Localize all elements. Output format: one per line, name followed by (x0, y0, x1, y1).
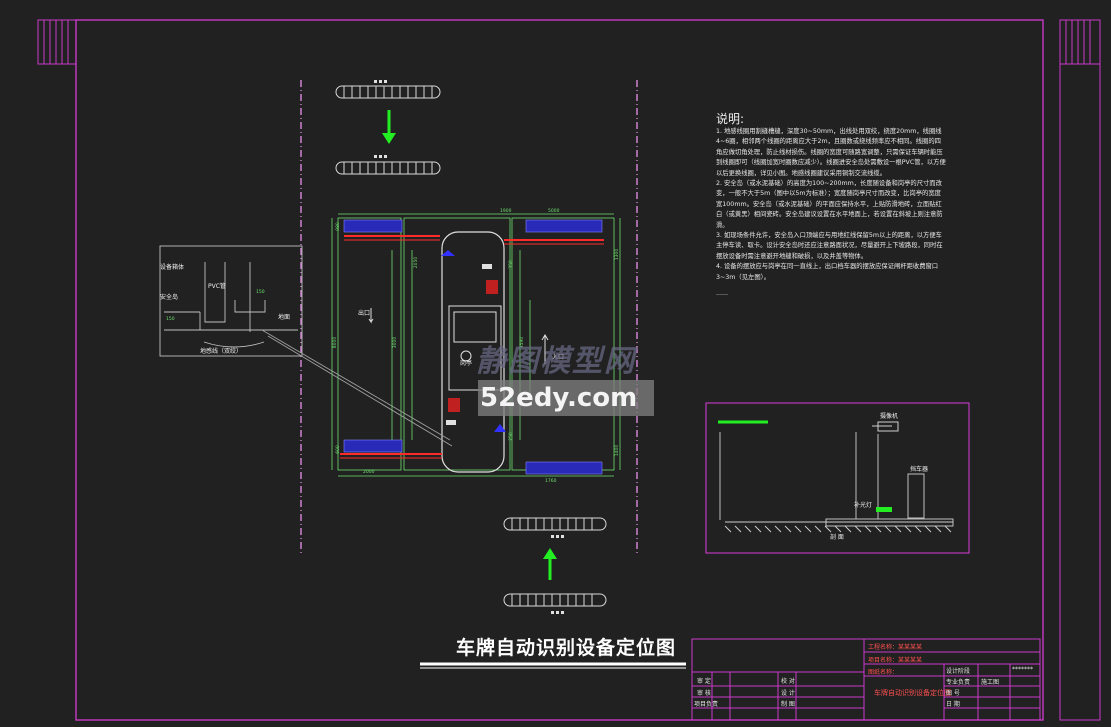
title-block-field: 设计阶段 (946, 668, 971, 675)
design-notes: 说明: 1. 地感线圈用割缝槽缝，深度30~50mm，出线处用双绞，绕度20mm… (716, 112, 946, 300)
induction-loop (503, 593, 607, 607)
drawing-frame (75, 19, 1044, 721)
dim-label: 350 (508, 260, 514, 269)
detail-label-road: 地面 (278, 314, 291, 321)
dim-label: 2050 (414, 256, 420, 269)
induction-loop (335, 161, 441, 175)
fill-light-label: 补光灯 (854, 502, 873, 509)
entrance-label: 入口 (552, 354, 565, 361)
notes-heading: 说明: (716, 112, 745, 126)
note-paragraph: 2. 安全岛（或水泥基础）的高度为100~200mm，长度随设备和岗亭的尺寸而改… (716, 180, 943, 229)
section-view (705, 402, 970, 554)
detail-label-pvc: PVC管 (208, 283, 226, 290)
arrow-up-icon (543, 548, 557, 580)
note-paragraph: 4. 设备的摆放应与岗亭在同一直线上，出口档车器的摆放应保证闸杆距收费窗口3~3… (716, 263, 939, 281)
title-block-field: 审 定 (697, 678, 711, 685)
booth-label: 岗亭 (460, 360, 473, 367)
watermark-url: 52edy.com (478, 380, 654, 416)
dim-label: 2000 (363, 470, 375, 475)
camera-label: 摄像机 (880, 413, 899, 420)
dim-label: 8000 (333, 336, 339, 349)
watermark-text: 静图模型网 (476, 344, 636, 379)
loop-markers (374, 80, 564, 614)
title-block-project: 工程名称：某某某某 (868, 644, 923, 651)
title-block-field: 校 对 (781, 678, 795, 685)
title-block-field: 审 核 (697, 690, 711, 697)
note-paragraph: 1. 地感线圈用割缝槽缝，深度30~50mm，出线处用双绞，绕度20mm，线圈线… (716, 128, 946, 177)
dim-label: 980 (335, 222, 341, 231)
title-block-item: 项目名称：某某某某 (868, 657, 923, 664)
dim-label: 250 (508, 432, 514, 441)
title-block-drawing-name: 车牌自动识别设备定位图 (874, 689, 951, 697)
dim-label: 600 (335, 445, 341, 454)
dim-label: 1760 (545, 479, 557, 484)
detail-label-island: 安全岛 (160, 294, 179, 301)
title-block-field: 项目负责 (694, 701, 719, 708)
dim-label: 1300 (615, 248, 621, 261)
title-block-field: 图 号 (946, 690, 960, 697)
note-paragraph: ...... (716, 290, 729, 298)
dim-label: 1400 (615, 444, 621, 457)
loop-detail-callout (159, 245, 453, 447)
title-block-field: 制 图 (781, 701, 795, 708)
title-block-frame (691, 638, 1041, 721)
dim-label: 3000 (393, 336, 399, 349)
detail-label-loop: 地感线（双绞） (200, 348, 243, 355)
induction-loop (335, 85, 441, 99)
title-block-value: 施工图 (981, 679, 1000, 686)
section-title: 剖 面 (830, 534, 844, 541)
title-block-field: 日 期 (946, 701, 960, 708)
title-block-value: ******* (1012, 666, 1033, 673)
barrier-label: 挡车器 (910, 466, 929, 473)
exit-label: 出口 (358, 310, 371, 317)
right-margin-strip (1059, 19, 1101, 721)
title-block-field: 设 计 (781, 690, 795, 697)
detail-dim: 150 (256, 290, 265, 295)
title-block-field: 专业负责 (946, 679, 971, 686)
dim-label: 5000 (548, 209, 560, 214)
title-block-drawing-label: 图纸名称： (868, 669, 899, 676)
arrow-down-icon (382, 110, 396, 144)
plan-view (331, 213, 621, 477)
left-margin-strip (37, 19, 77, 65)
detail-dim: 150 (166, 317, 175, 322)
dim-label: 1900 (500, 209, 512, 214)
induction-loop (503, 517, 607, 531)
note-paragraph: 3. 如现场条件允许，安全岛入口顶端应与用地红线保留5m以上的距离，以方便车主停… (716, 232, 943, 260)
page-title: 车牌自动识别设备定位图 (455, 637, 676, 659)
detail-label-equipment: 设备箱体 (160, 264, 185, 271)
